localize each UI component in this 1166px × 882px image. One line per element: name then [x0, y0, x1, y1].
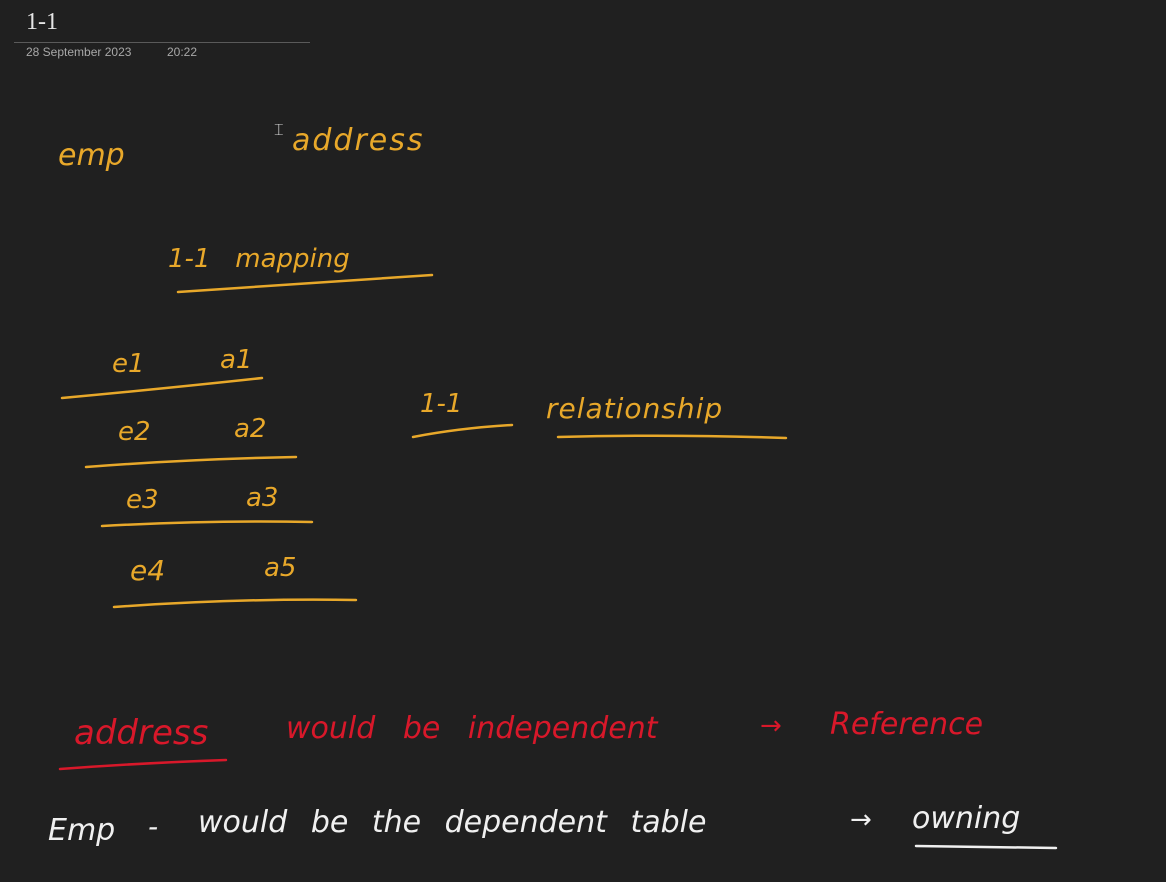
- pair-a2: a2: [234, 414, 266, 444]
- pair-underline-1: [60, 376, 264, 400]
- white-result: owning: [912, 801, 1020, 836]
- relationship-underline: [556, 434, 788, 440]
- white-subject: Emp: [48, 813, 115, 848]
- pair-a4: a5: [264, 553, 296, 583]
- pair-e3: e3: [126, 485, 159, 515]
- ink-word-address: address: [292, 123, 425, 158]
- relationship-arrow-stroke: [411, 423, 514, 439]
- ink-mapping-label: 1-1 mapping: [168, 244, 350, 274]
- pair-underline-2: [84, 455, 298, 469]
- relationship-label: relationship: [546, 392, 723, 425]
- red-result: Reference: [830, 707, 983, 742]
- page-time: 20:22: [167, 45, 198, 59]
- pair-e4: e4: [130, 554, 165, 587]
- ink-word-emp: emp: [58, 138, 125, 173]
- pair-underline-4: [112, 598, 358, 609]
- red-subject-underline: [58, 758, 228, 771]
- text-cursor-icon: ⌶: [274, 120, 284, 139]
- white-arrow: →: [850, 805, 872, 835]
- pair-e2: e2: [118, 417, 151, 447]
- pair-e1: e1: [112, 349, 145, 379]
- page-date: 28 September 2023: [26, 45, 132, 59]
- red-arrow: →: [760, 711, 782, 741]
- pair-a1: a1: [220, 345, 252, 375]
- relationship-prefix: 1-1: [420, 389, 462, 419]
- white-dash: -: [148, 810, 158, 843]
- pair-a3: a3: [246, 483, 278, 513]
- mapping-underline: [176, 273, 434, 294]
- title-divider: [14, 42, 310, 43]
- white-text: would be the dependent table: [198, 805, 706, 840]
- page-title[interactable]: 1-1: [26, 9, 58, 35]
- red-text: would be independent: [286, 711, 659, 746]
- pair-underline-3: [100, 520, 314, 528]
- white-result-underline: [914, 844, 1058, 850]
- red-subject: address: [74, 713, 208, 753]
